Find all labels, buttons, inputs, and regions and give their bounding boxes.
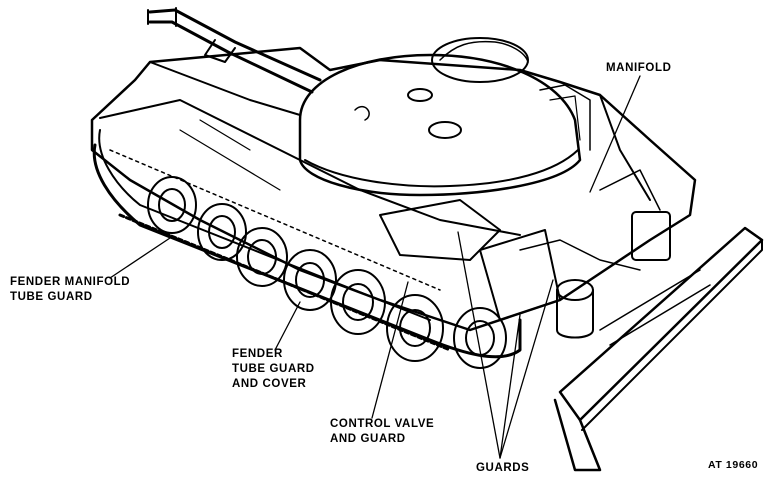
control-valve-and-guard-label: CONTROL VALVE AND GUARD [330, 417, 434, 447]
fender-tube-guard-and-cover-label: FENDER TUBE GUARD AND COVER [232, 347, 315, 392]
road-wheels [147, 176, 507, 369]
dozer-blade [553, 226, 764, 472]
gun-barrel [147, 7, 322, 94]
figure-id: AT 19660 [708, 459, 759, 471]
label-line: FENDER MANIFOLD [10, 276, 131, 288]
label-line: CONTROL VALVE [330, 418, 435, 430]
guards-label: GUARDS [476, 462, 530, 474]
label-line: AND GUARD [330, 433, 406, 445]
label-line: TUBE GUARD [10, 291, 93, 303]
manifold-label: MANIFOLD [606, 62, 672, 74]
turret [298, 37, 591, 197]
fender-manifold-tube-guard-label: FENDER MANIFOLD TUBE GUARD [10, 275, 130, 305]
label-line: AND COVER [232, 378, 307, 390]
label-line: TUBE GUARD [232, 363, 315, 375]
leader-lines [109, 75, 641, 459]
hull [90, 46, 697, 332]
label-line: FENDER [232, 348, 283, 360]
rear-mechanisms [379, 169, 671, 339]
